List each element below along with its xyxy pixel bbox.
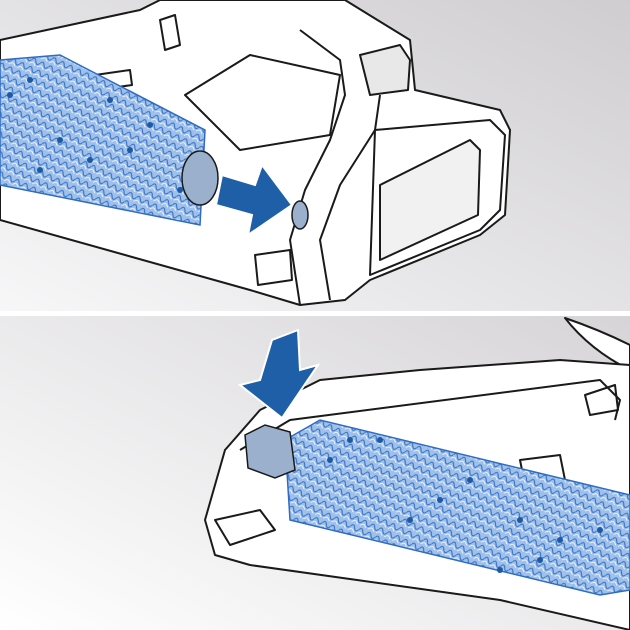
roller-socket bbox=[291, 200, 309, 230]
vacuum-head bbox=[0, 0, 511, 306]
arrow-right-icon bbox=[214, 162, 294, 238]
brush-roll bbox=[244, 419, 630, 596]
panel-remove-roller bbox=[0, 0, 630, 311]
arrow-down-icon bbox=[237, 328, 321, 420]
panel-insert-roller bbox=[0, 316, 630, 630]
roller-end-cap bbox=[181, 150, 219, 206]
panel-divider bbox=[0, 311, 630, 316]
roller-end-cap bbox=[244, 424, 296, 479]
brush-roll bbox=[0, 54, 309, 230]
